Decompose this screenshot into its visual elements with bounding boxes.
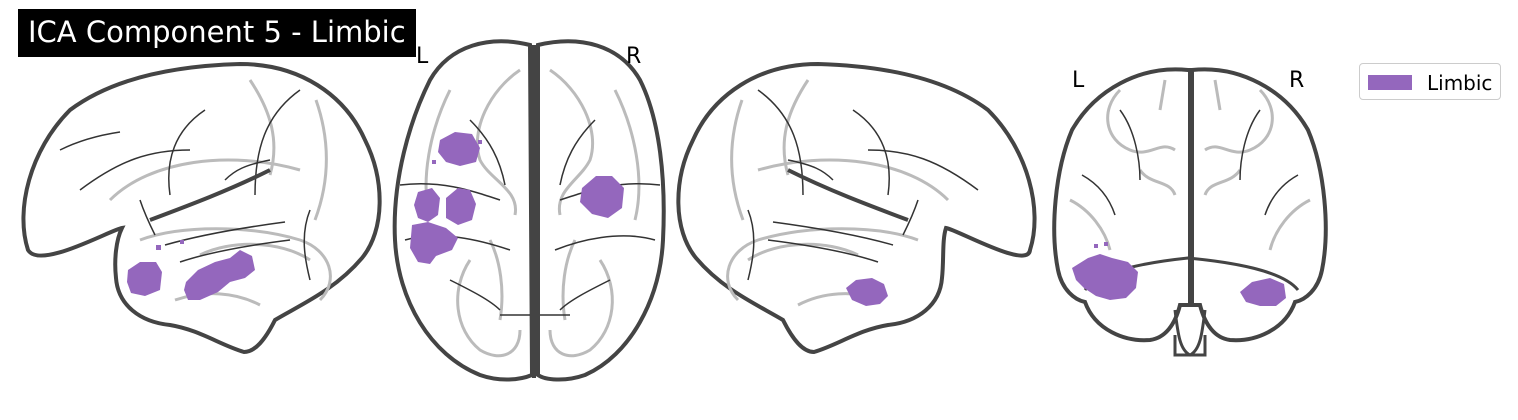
sagittal-right-outline [676, 61, 1037, 355]
axial-outline-right-hemisphere [536, 39, 666, 382]
right-sagittal-view [676, 61, 1037, 355]
sagittal-right-sulci [747, 89, 979, 281]
coronal-outline-right [1190, 67, 1328, 343]
axial-view [392, 39, 666, 382]
left-sagittal-view [21, 61, 382, 355]
axial-outline-left-hemisphere [392, 39, 535, 382]
limbic-region-right-sagittal [846, 278, 888, 306]
coronal-brainstem [1173, 335, 1207, 357]
axial-right-label: R [626, 44, 642, 69]
legend-swatch [1368, 75, 1412, 90]
sagittal-right-temporal-lines [767, 221, 894, 263]
sagittal-left-inner-contours [108, 79, 332, 307]
figure-title: ICA Component 5 - Limbic [18, 9, 416, 57]
legend: Limbic [1359, 63, 1501, 100]
sagittal-right-sylvian-fissure [787, 168, 909, 222]
axial-inner-contours [424, 68, 641, 358]
coronal-right-label: R [1289, 68, 1305, 93]
coronal-view [1052, 67, 1328, 357]
coronal-inner-contours [1069, 79, 1311, 251]
axial-left-label: L [416, 44, 429, 69]
coronal-outline-left [1052, 67, 1192, 343]
legend-label: Limbic [1427, 71, 1493, 95]
sagittal-left-temporal-lines [164, 221, 291, 263]
limbic-region-left-sagittal [127, 240, 255, 300]
sagittal-left-sylvian-fissure [149, 168, 271, 222]
coronal-left-label: L [1072, 68, 1085, 93]
limbic-region-axial [410, 132, 624, 264]
limbic-region-coronal [1072, 242, 1286, 306]
sagittal-left-sulci [59, 89, 311, 281]
coronal-sulci [1081, 109, 1299, 216]
sagittal-left-outline [21, 61, 382, 355]
